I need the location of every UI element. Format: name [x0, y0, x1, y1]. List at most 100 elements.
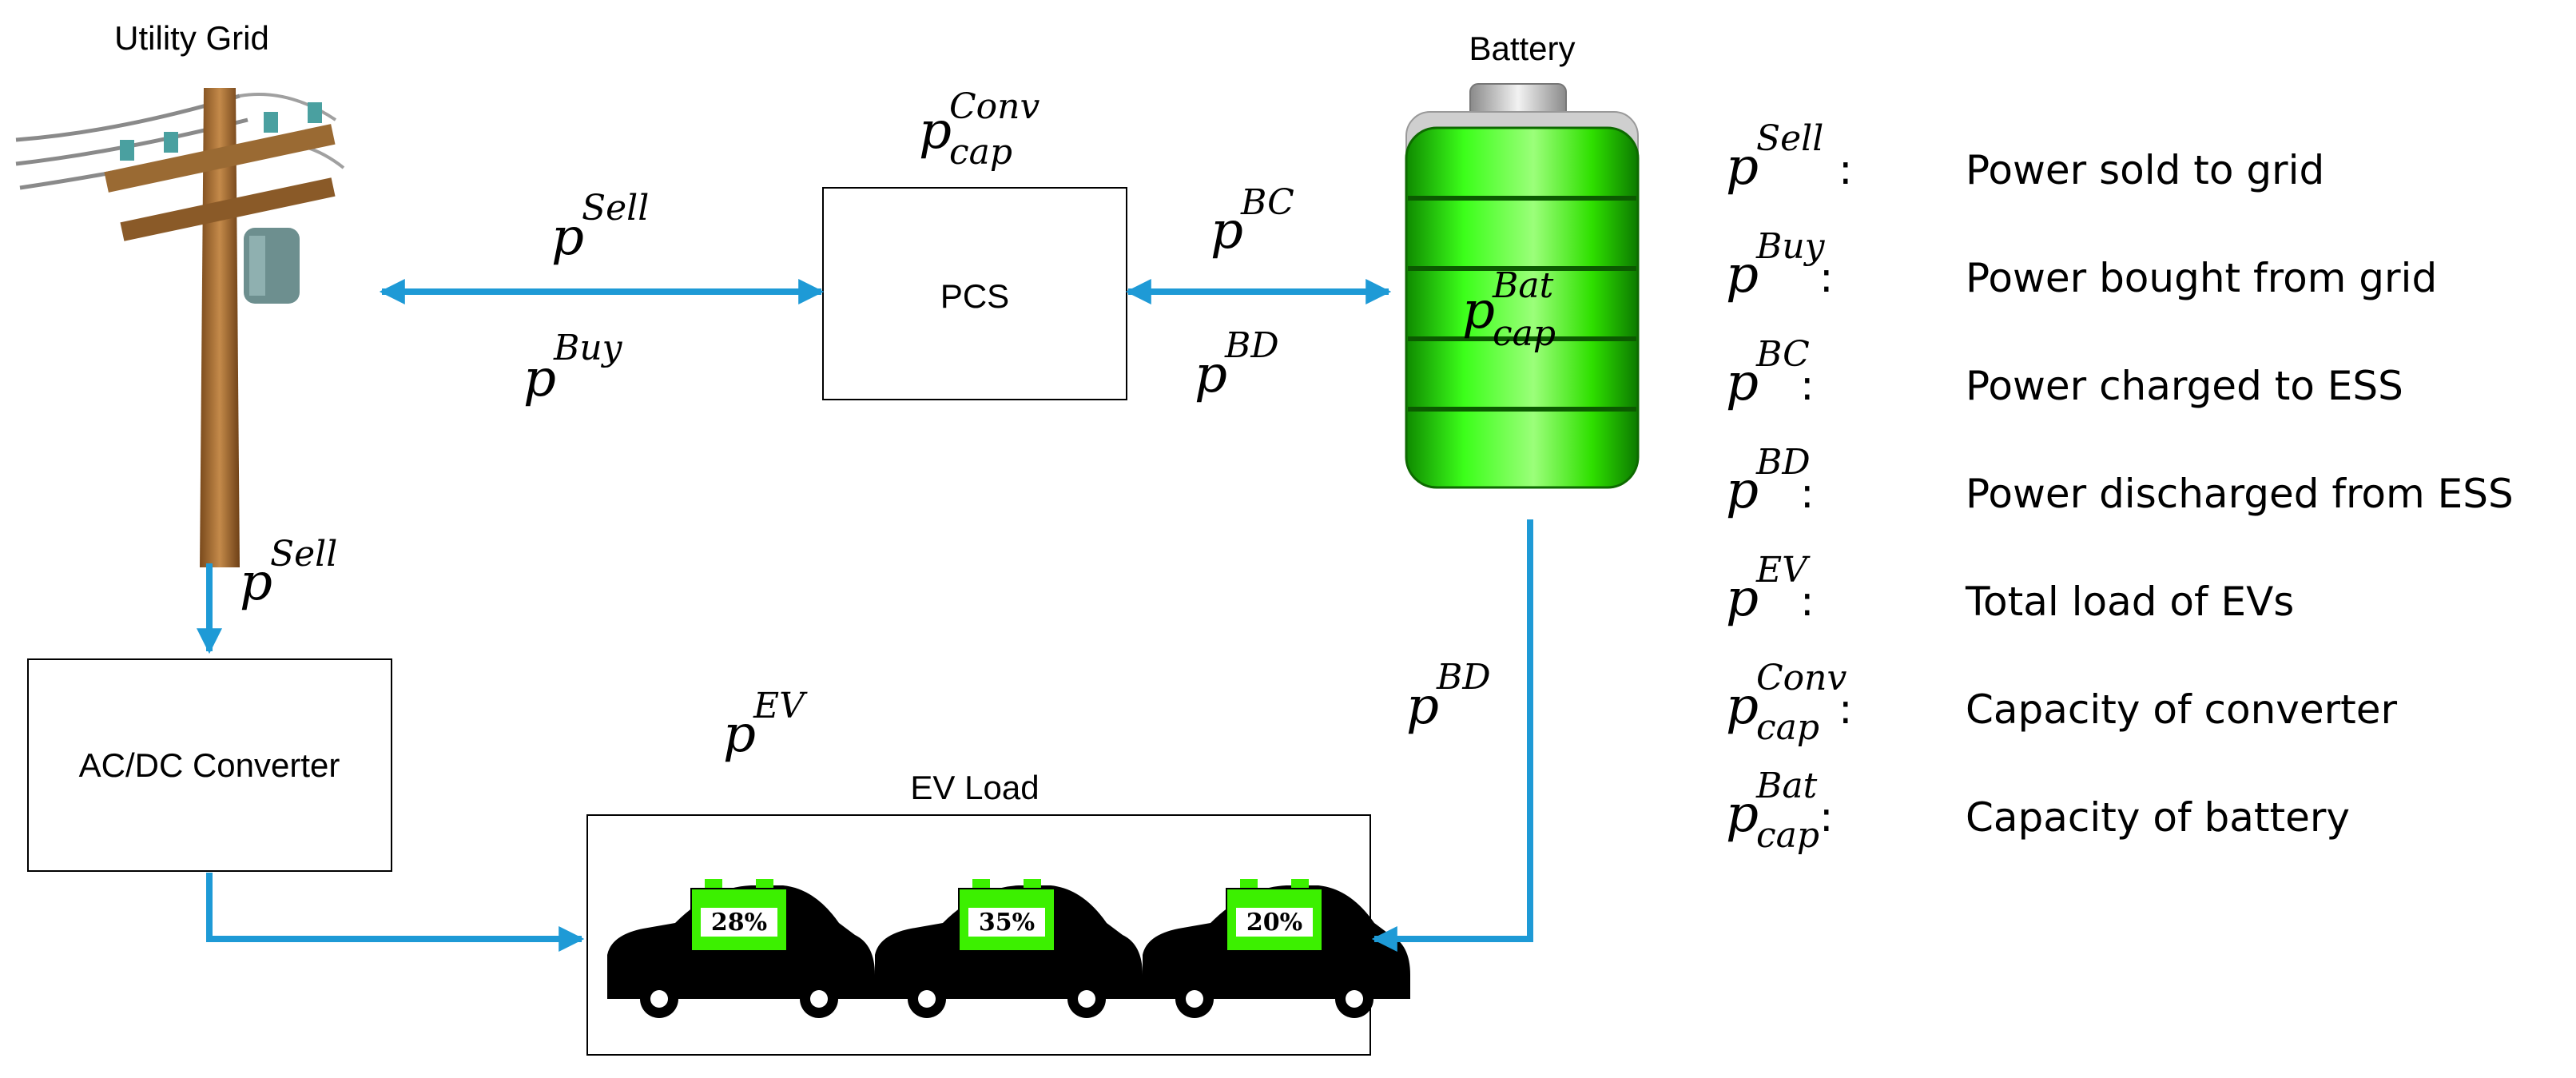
legend-symbol-sup: Sell [1756, 118, 1823, 159]
legend-description: Power sold to grid [1966, 147, 2324, 193]
symbol-sup: Buy [553, 328, 623, 368]
symbol-sup: Conv [949, 86, 1040, 127]
legend-symbol-sup: BC [1755, 334, 1810, 375]
car-soc-label: 20% [1246, 909, 1302, 937]
legend-symbol-p: p [1726, 245, 1759, 304]
symbol-p: p [919, 101, 952, 161]
legend-colon: : [1800, 578, 1815, 626]
ev-load-title: EV Load [910, 769, 1039, 806]
legend-symbol-p: p [1726, 677, 1759, 736]
p-buy-label: p Buy [523, 328, 623, 408]
battery-icon [1405, 83, 1640, 489]
utility-grid-title: Utility Grid [114, 19, 269, 57]
symbol-p: p [1462, 281, 1495, 340]
legend-symbol-sup: Bat [1755, 766, 1818, 806]
legend-description: Total load of EVs [1965, 579, 2294, 625]
converter-capacity-symbol: p Conv cap [919, 86, 1040, 173]
symbol-sup: Sell [582, 188, 649, 229]
legend-symbol-sup: BD [1755, 442, 1811, 483]
ac-dc-converter-box [27, 658, 392, 872]
legend-symbol-p: p [1726, 353, 1759, 412]
p-sell-label-left: p Sell [240, 534, 337, 612]
symbol-p: p [1195, 345, 1227, 404]
car-battery-terminal [1024, 879, 1041, 890]
car-battery-terminal [1240, 879, 1258, 890]
utility-pole-icon [15, 88, 345, 567]
legend-symbol-p: p [1726, 785, 1759, 844]
car-soc-label-bg [1236, 908, 1313, 937]
symbol-sub: cap [1493, 313, 1556, 354]
car-battery-terminal [1291, 879, 1309, 890]
symbol-sup: Bat [1492, 265, 1554, 306]
symbol-p: p [723, 705, 756, 764]
battery-title: Battery [1469, 30, 1575, 67]
ev-cars: 28% 35% 20% [607, 879, 1410, 1018]
converter-ev-arrow [206, 873, 585, 952]
legend-symbol-sup: Conv [1756, 658, 1847, 698]
pcs-box [822, 187, 1127, 400]
car-wheel [810, 990, 828, 1008]
p-bd-label-top: p BD [1195, 325, 1279, 404]
symbol-p: p [551, 208, 584, 267]
p-ev-label: p EV [723, 686, 808, 764]
symbol-sup: BD [1224, 325, 1279, 366]
legend-description: Power discharged from ESS [1966, 471, 2514, 517]
symbol-p: p [523, 349, 556, 408]
legend-item: pBC: Power charged to ESS [1726, 334, 2403, 412]
legend-description: Power charged to ESS [1966, 363, 2403, 409]
legend-colon: : [1819, 254, 1834, 302]
legend-description: Power bought from grid [1966, 255, 2437, 301]
legend-colon: : [1839, 686, 1853, 734]
car-soc-label: 28% [711, 909, 767, 937]
car-wheel [1186, 990, 1203, 1008]
ev-car: 35% [875, 879, 1143, 1018]
legend-item: pBD: Power discharged from ESS [1726, 442, 2514, 520]
symbol-p: p [1406, 677, 1439, 736]
battery-capacity-symbol: p Bat cap [1462, 265, 1556, 354]
ev-car: 28% [607, 879, 875, 1018]
legend-symbol-p: p [1726, 137, 1759, 197]
symbol-p: p [1210, 201, 1243, 261]
legend-colon: : [1839, 146, 1853, 194]
legend-symbol-sup: EV [1755, 550, 1811, 591]
symbol-sub: cap [949, 132, 1012, 173]
legend-symbol-p: p [1726, 569, 1759, 628]
car-soc-label-bg [701, 908, 777, 937]
symbol-sup: Sell [270, 534, 337, 575]
car-wheel [918, 990, 936, 1008]
p-bc-label: p BC [1210, 182, 1294, 261]
legend-symbol-sub: cap [1756, 815, 1819, 856]
symbol-sup: BC [1240, 182, 1294, 223]
symbol-sup: EV [753, 686, 808, 726]
symbol-sup: BD [1436, 657, 1491, 698]
symbol-p: p [240, 553, 272, 612]
car-battery-terminal [705, 879, 722, 890]
car-wheel [1346, 990, 1363, 1008]
legend-description: Capacity of converter [1966, 686, 2398, 733]
legend-symbol-p: p [1726, 461, 1759, 520]
legend-colon: : [1800, 470, 1815, 518]
pcs-label: PCS [940, 277, 1009, 315]
car-battery-terminal [756, 879, 773, 890]
battery-ev-arrow [1371, 519, 1533, 952]
car-battery-terminal [972, 879, 990, 890]
p-bd-label-right: p BD [1406, 657, 1491, 736]
ev-car: 20% [1143, 879, 1410, 1018]
p-sell-label-top: p Sell [551, 188, 649, 267]
legend-description: Capacity of battery [1966, 794, 2350, 841]
car-wheel [1078, 990, 1095, 1008]
legend-item: pEV: Total load of EVs [1726, 550, 2294, 628]
car-soc-label-bg [968, 908, 1045, 937]
legend-symbol-sub: cap [1756, 707, 1819, 748]
car-wheel [650, 990, 668, 1008]
legend-colon: : [1800, 362, 1815, 410]
ac-dc-converter-label: AC/DC Converter [79, 746, 340, 784]
car-soc-label: 35% [979, 909, 1035, 937]
legend-colon: : [1819, 794, 1834, 841]
